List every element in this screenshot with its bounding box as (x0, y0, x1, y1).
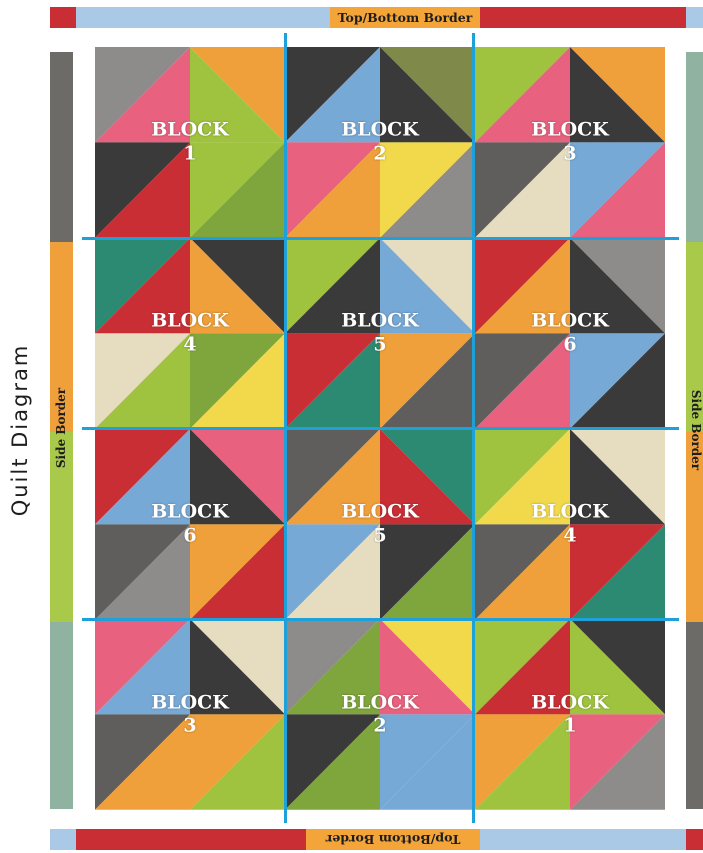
block-label-number: 6 (475, 333, 665, 357)
block-label: BLOCK1 (95, 119, 285, 167)
bottom-border-label: Top/Bottom Border (306, 829, 480, 850)
border-fabric-blue (480, 829, 686, 850)
quilt-block: BLOCK2 (285, 47, 475, 238)
block-label-word: BLOCK (475, 119, 665, 143)
block-label: BLOCK5 (285, 309, 475, 357)
border-fabric-sage (686, 52, 703, 242)
block-label: BLOCK3 (475, 119, 665, 167)
top-border-label: Top/Bottom Border (330, 7, 480, 28)
block-label-number: 6 (95, 524, 285, 548)
bottom-border: Top/Bottom Border (50, 829, 703, 850)
border-fabric-red (480, 7, 686, 28)
border-fabric-sage (50, 622, 73, 809)
block-label: BLOCK6 (475, 309, 665, 357)
block-label-word: BLOCK (475, 691, 665, 715)
block-label-number: 2 (285, 142, 475, 166)
quilt-block: BLOCK3 (95, 619, 285, 810)
border-fabric-blue (50, 829, 76, 850)
quilt-block: BLOCK4 (475, 429, 665, 620)
block-label-word: BLOCK (285, 500, 475, 524)
block-label-number: 1 (95, 142, 285, 166)
border-fabric-red (686, 829, 703, 850)
block-label-word: BLOCK (95, 309, 285, 333)
quilt-diagram-title: Quilt Diagram (8, 344, 32, 517)
border-fabric-red (50, 7, 76, 28)
block-label-word: BLOCK (285, 691, 475, 715)
left-side-border-label: Side Border (54, 388, 68, 468)
grid-line-horizontal-3 (82, 618, 679, 621)
block-label-number: 3 (475, 142, 665, 166)
quilt-block: BLOCK1 (475, 619, 665, 810)
block-label-word: BLOCK (285, 309, 475, 333)
border-fabric-red (76, 829, 306, 850)
grid-line-horizontal-1 (82, 237, 679, 240)
block-label-word: BLOCK (95, 691, 285, 715)
block-label: BLOCK6 (95, 500, 285, 548)
block-label-number: 3 (95, 715, 285, 739)
border-fabric-blue (686, 7, 703, 28)
block-label-word: BLOCK (95, 500, 285, 524)
block-label: BLOCK5 (285, 500, 475, 548)
border-fabric-blue (76, 7, 330, 28)
block-label-word: BLOCK (285, 119, 475, 143)
block-label-word: BLOCK (475, 309, 665, 333)
border-fabric-grey (50, 52, 73, 242)
block-label-number: 1 (475, 715, 665, 739)
grid-line-horizontal-2 (82, 427, 679, 430)
top-border: Top/Bottom Border (50, 7, 703, 28)
border-fabric-grey (686, 622, 703, 809)
right-side-border-label: Side Border (689, 390, 703, 470)
block-label-word: BLOCK (95, 119, 285, 143)
block-label-number: 4 (475, 524, 665, 548)
block-label-number: 5 (285, 524, 475, 548)
block-label-word: BLOCK (475, 500, 665, 524)
block-label-number: 2 (285, 715, 475, 739)
block-label-number: 4 (95, 333, 285, 357)
block-label: BLOCK2 (285, 691, 475, 739)
block-label-number: 5 (285, 333, 475, 357)
